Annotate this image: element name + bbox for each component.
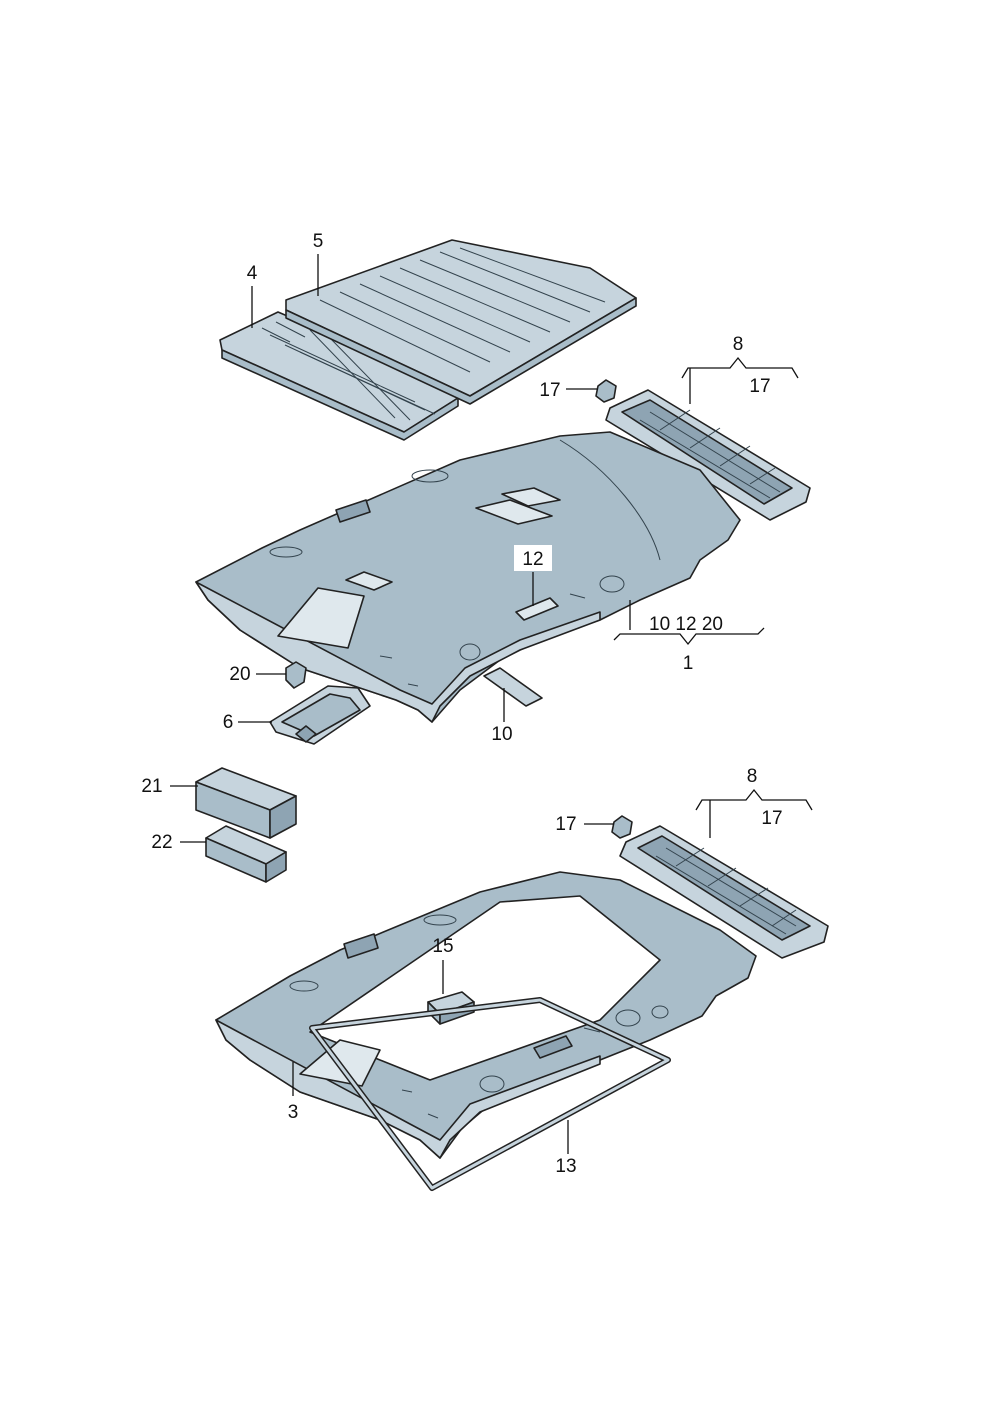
part-12-slot	[515, 597, 559, 621]
callout-20: 20	[229, 664, 250, 685]
part-17-clip-top	[595, 379, 617, 403]
callout-8-bottom: 8	[747, 766, 758, 787]
callout-6: 6	[223, 712, 234, 733]
callout-12: 12	[522, 549, 543, 570]
part-13-seal	[309, 997, 671, 1191]
part-3-headliner-sunroof	[215, 871, 757, 1159]
part-22-foam-block	[205, 825, 287, 883]
callout-15: 15	[432, 936, 453, 957]
callout-21: 21	[141, 776, 162, 797]
callout-17-top-left: 17	[539, 380, 560, 401]
callout-8-top: 8	[733, 334, 744, 355]
callout-13: 13	[555, 1156, 576, 1177]
part-5-insulation-mat	[285, 239, 637, 405]
part-17-clip-bottom	[611, 815, 633, 839]
part-1-headliner	[195, 431, 741, 723]
callout-4: 4	[247, 263, 258, 284]
part-4-insulation-mat	[219, 311, 459, 441]
callout-1: 1	[683, 653, 694, 674]
callout-10-12-20: 10 12 20	[649, 614, 723, 635]
callout-17-bottom-left: 17	[555, 814, 576, 835]
callout-5: 5	[313, 231, 324, 252]
part-20-clip	[285, 661, 307, 689]
part-10-cover	[483, 667, 543, 707]
callout-17-top-right: 17	[749, 376, 770, 397]
callout-3: 3	[288, 1102, 299, 1123]
callout-22: 22	[151, 832, 172, 853]
part-8-rear-trim-bottom	[619, 825, 829, 959]
callout-17-bottom-right: 17	[761, 808, 782, 829]
part-6-roof-console	[269, 685, 371, 745]
part-8-rear-trim-top	[605, 389, 811, 521]
callout-10: 10	[491, 724, 512, 745]
part-21-foam-block	[195, 767, 297, 839]
